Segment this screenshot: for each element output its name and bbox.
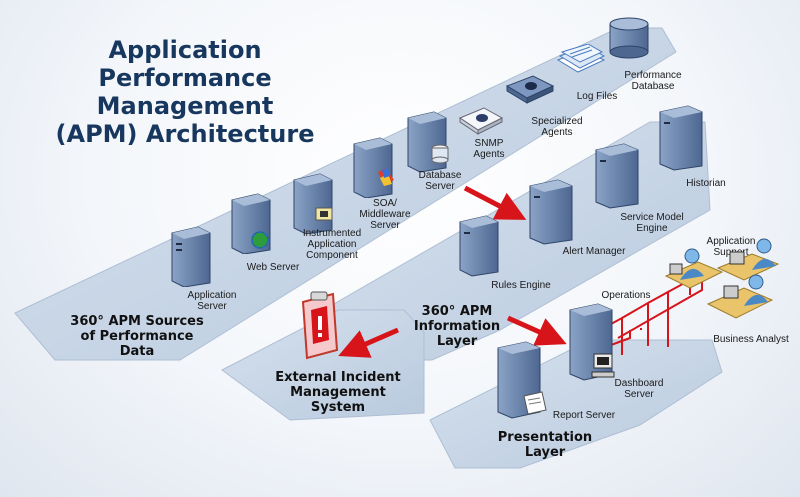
user-workstation-icon: [716, 238, 780, 281]
info-label-historian: Historian: [676, 178, 736, 189]
label-line: Server: [370, 220, 400, 231]
specialized-agent-icon: [505, 75, 555, 104]
arrow-to-information: [463, 185, 527, 220]
label-line: Business Analyst: [713, 334, 789, 345]
alert-clipboard-icon: [301, 291, 339, 360]
user-workstation-icon: [706, 274, 774, 319]
historian-icon: [659, 105, 703, 171]
label-line: Layer: [436, 334, 478, 349]
service-model-engine-icon: [595, 143, 639, 209]
presentation-label-report-server: Report Server: [544, 410, 624, 421]
label-line: Instrumented: [302, 228, 362, 239]
label-line: Application: [187, 290, 237, 301]
incident-platform: [221, 309, 425, 421]
label-line: Management: [290, 385, 386, 400]
source-label-specialized-agents: Specialized Agents: [522, 116, 592, 138]
label-line: Layer: [524, 445, 566, 460]
incident-system-label: External Incident Management System: [268, 370, 408, 415]
label-line: Application: [706, 236, 756, 247]
label-line: Report Server: [552, 410, 616, 421]
snmp-agent-icon: [458, 107, 504, 135]
label-line: Service Model: [620, 212, 684, 223]
label-line: Agents: [541, 127, 573, 138]
web-server-icon: [231, 193, 271, 254]
presentation-layer-label: Presentation Layer: [490, 430, 600, 460]
label-line: Dashboard: [614, 378, 664, 389]
report-server-icon: [497, 341, 547, 419]
label-line: Server: [425, 181, 455, 192]
info-label-rules-engine: Rules Engine: [486, 280, 556, 291]
source-label-soa-middleware: SOA/ Middleware Server: [350, 198, 420, 231]
label-line: External Incident: [275, 370, 401, 385]
label-line: Log Files: [576, 91, 618, 102]
rules-engine-icon: [459, 215, 499, 277]
info-label-alert-manager: Alert Manager: [554, 246, 634, 257]
title-line-2: Performance Management: [96, 64, 274, 120]
label-line: Server: [197, 301, 227, 312]
label-line: Performance: [624, 70, 682, 81]
alert-manager-icon: [529, 179, 573, 245]
label-line: System: [310, 400, 366, 415]
source-label-database-server: Database Server: [410, 170, 470, 192]
label-line: Alert Manager: [562, 246, 626, 257]
user-label-operations: Operations: [596, 290, 656, 301]
label-line: Data: [119, 344, 155, 359]
source-label-log-files: Log Files: [572, 91, 622, 102]
log-files-icon: [556, 44, 606, 73]
instrumented-component-icon: [293, 173, 333, 234]
title-line-3: (APM) Architecture: [55, 120, 315, 148]
database-server-icon: [407, 111, 449, 173]
presentation-label-dashboard-server: Dashboard Server: [604, 378, 674, 400]
user-links: [599, 278, 703, 355]
label-line: Database: [631, 81, 675, 92]
source-label-performance-database: Performance Database: [618, 70, 688, 92]
soa-middleware-icon: [353, 137, 394, 198]
user-label-business-analyst: Business Analyst: [706, 334, 796, 345]
label-line: Web Server: [246, 262, 300, 273]
title-line-1: Application: [108, 36, 262, 64]
dashboard-server-icon: [569, 303, 615, 381]
label-line: Application: [307, 239, 357, 250]
source-label-snmp-agents: SNMP Agents: [464, 138, 514, 160]
label-line: Historian: [686, 178, 726, 189]
label-line: Component: [306, 250, 358, 261]
arrow-to-presentation: [506, 315, 567, 346]
label-line: Engine: [636, 223, 668, 234]
arrow-to-incident: [338, 327, 399, 358]
database-icon: [609, 17, 649, 59]
page-title: Application Performance Management (APM)…: [40, 36, 330, 148]
label-line: 360° APM Sources: [70, 314, 204, 329]
label-line: Server: [624, 389, 654, 400]
label-line: Rules Engine: [491, 280, 551, 291]
label-line: Specialized: [531, 116, 583, 127]
label-line: of Performance: [80, 329, 194, 344]
source-label-instrumented-component: Instrumented Application Component: [292, 228, 372, 261]
label-line: Information: [413, 319, 501, 334]
label-line: Operations: [601, 290, 651, 301]
label-line: Middleware: [359, 209, 411, 220]
server-icon: [171, 226, 211, 287]
label-line: Database: [418, 170, 462, 181]
source-label-application-server: Application Server: [172, 290, 252, 312]
label-line: SNMP: [474, 138, 504, 149]
label-line: Agents: [473, 149, 505, 160]
label-line: 360° APM: [421, 304, 493, 319]
sources-layer-label: 360° APM Sources of Performance Data: [62, 314, 212, 359]
info-label-service-model-engine: Service Model Engine: [612, 212, 692, 234]
user-workstation-icon: [664, 248, 724, 289]
source-label-web-server: Web Server: [238, 262, 308, 273]
information-layer-label: 360° APM Information Layer: [402, 304, 512, 349]
label-line: Presentation: [497, 430, 593, 445]
label-line: SOA/: [373, 198, 397, 209]
